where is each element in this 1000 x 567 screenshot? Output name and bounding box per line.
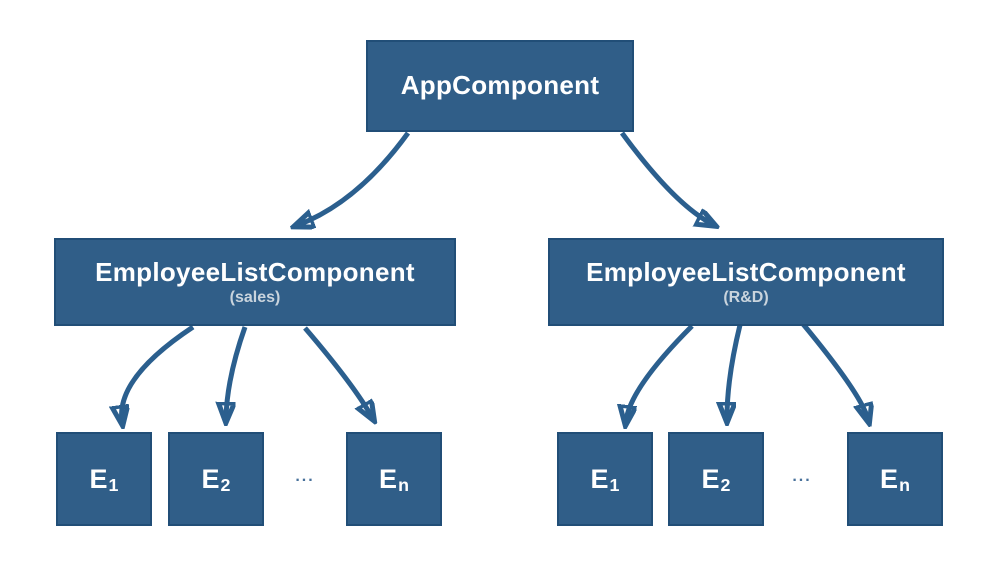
arrow-rd-to-en: [801, 322, 868, 419]
arrow-app-to-sales-list: [298, 131, 411, 225]
node-rd-employee-1: E1: [557, 432, 653, 526]
arrow-sales-to-e2: [226, 326, 248, 418]
node-sales-employee-n: En: [346, 432, 442, 526]
node-sales-employee-1-label: E1: [89, 463, 119, 495]
node-app-component-label: AppComponent: [400, 70, 600, 101]
node-rd-employee-1-label: E1: [590, 463, 620, 495]
arrow-app-to-rd-list: [619, 131, 712, 224]
node-employee-list-sales-label: EmployeeListComponent: [95, 256, 415, 287]
arrow-sales-to-en: [303, 326, 372, 417]
node-employee-list-rd-label: EmployeeListComponent: [586, 256, 906, 287]
arrow-rd-to-e1: [626, 324, 694, 421]
node-employee-list-rd-sublabel: (R&D): [723, 288, 769, 306]
node-rd-employee-2: E2: [668, 432, 764, 526]
node-employee-list-rd: EmployeeListComponent (R&D): [548, 238, 944, 326]
node-app-component: AppComponent: [366, 40, 634, 132]
node-employee-list-sales: EmployeeListComponent (sales): [54, 238, 456, 326]
rd-ellipsis: ...: [792, 468, 812, 485]
node-employee-list-sales-sublabel: (sales): [229, 288, 281, 306]
sales-ellipsis: ...: [295, 468, 315, 485]
node-sales-employee-1: E1: [56, 432, 152, 526]
node-sales-employee-2-label: E2: [201, 463, 231, 495]
node-sales-employee-2: E2: [168, 432, 264, 526]
node-sales-employee-n-label: En: [379, 463, 409, 495]
node-rd-employee-n: En: [847, 432, 943, 526]
node-rd-employee-2-label: E2: [701, 463, 731, 495]
arrow-rd-to-e2: [727, 324, 743, 418]
node-rd-employee-n-label: En: [880, 463, 910, 495]
arrow-sales-to-e1: [122, 324, 195, 421]
